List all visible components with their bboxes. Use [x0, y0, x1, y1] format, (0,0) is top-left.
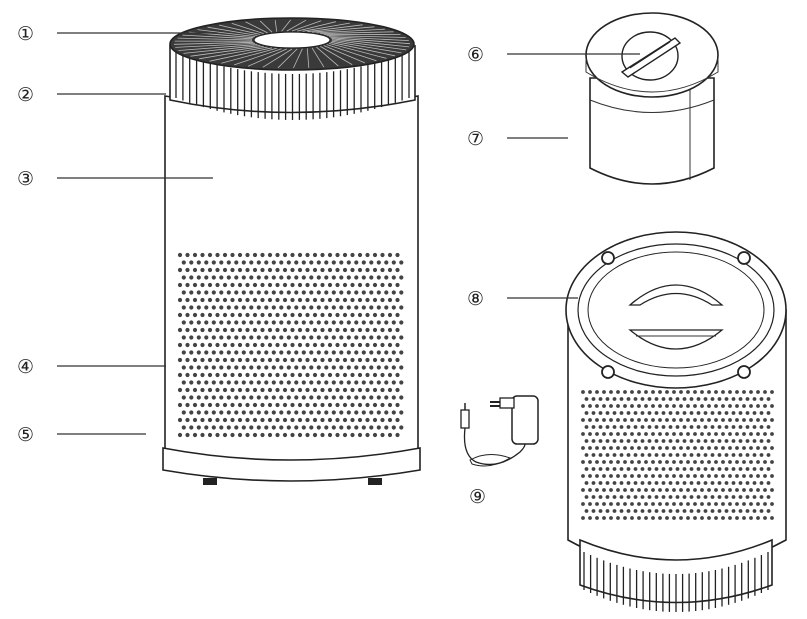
base [162, 447, 421, 482]
callout-8: ⑧ [467, 288, 484, 310]
callout-7: ⑦ [467, 128, 484, 150]
foot-right [368, 478, 382, 485]
air-inlet-perforation [177, 252, 404, 438]
callout-2: ② [17, 84, 34, 106]
filter-cartridge [585, 12, 719, 185]
open-unit-base [579, 538, 773, 604]
power-adapter [460, 395, 539, 467]
air-outlet-grille [169, 17, 415, 71]
screw-3 [601, 365, 615, 379]
callout-3: ③ [17, 168, 34, 190]
callout-6: ⑥ [467, 44, 484, 66]
open-unit-perforation [581, 390, 774, 520]
body-opening [565, 231, 787, 389]
callout-4: ④ [17, 356, 34, 378]
purifier-open-unit [565, 231, 787, 612]
callout-labels: ① ② ③ ④ ⑤ ⑥ ⑦ ⑧ ⑨ [17, 23, 486, 508]
screw-2 [737, 251, 751, 265]
top-ring-ribs [175, 52, 410, 120]
screw-1 [601, 251, 615, 265]
purifier-main-unit [162, 17, 421, 485]
callout-9: ⑨ [469, 486, 486, 508]
screw-4 [737, 365, 751, 379]
fan-hub [253, 31, 331, 49]
callout-1: ① [17, 23, 34, 45]
foot-left [203, 478, 217, 485]
leader-lines [57, 32, 640, 435]
callout-5: ⑤ [17, 424, 34, 446]
filter-handle [620, 31, 682, 81]
